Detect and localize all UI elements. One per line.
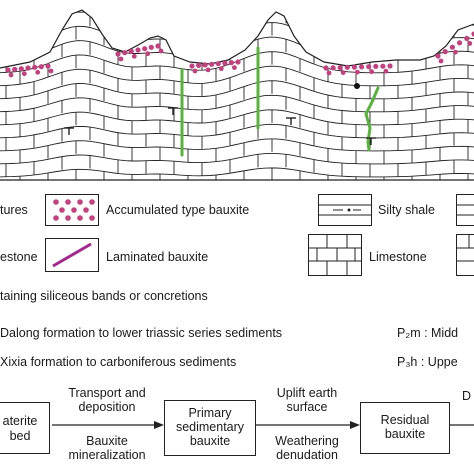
geological-cross-section [0, 9, 474, 181]
legend-limestone-swatch [308, 234, 362, 276]
legend-cut-swatch-1 [456, 194, 474, 226]
legend-p2m-label: P₂m : Midd [397, 326, 459, 340]
flow-arrow-2 [256, 421, 360, 429]
flow-residual-bauxite-text: Residual bauxite [380, 413, 430, 441]
flow-laterite-line2: bed [9, 429, 31, 443]
legend-limestone-left-label: estone [0, 250, 38, 264]
legend-silty-shale-swatch [318, 194, 372, 226]
flow-transport-deposition-label: Transport and deposition [68, 386, 146, 414]
accumulated-bauxite-deposits [5, 31, 474, 78]
siliceous-concretion-dot [354, 83, 360, 89]
flow-laterite-bed-box: aterite bed [0, 402, 50, 454]
legend-cut-swatch-2 [456, 234, 474, 276]
legend-accumulated-bauxite-label: Accumulated type bauxite [106, 203, 250, 217]
legend-siliceous-note: taining siliceous bands or concretions [0, 289, 208, 303]
fracture-lines [180, 46, 380, 157]
flow-arrow-1 [52, 421, 164, 429]
flow-weathering-label: Weathering denudation [275, 434, 339, 462]
legend-laminated-bauxite-label: Laminated bauxite [106, 250, 209, 264]
legend-laminated-bauxite-swatch [45, 238, 99, 272]
flow-primary-bauxite-box: Primary sedimentary bauxite [164, 400, 256, 456]
flow-cut-label: D [462, 389, 472, 403]
flow-residual-bauxite-box: Residual bauxite [360, 402, 450, 454]
legend-dalong-formation: Dalong formation to lower triassic serie… [0, 326, 283, 340]
legend-silty-shale-label: Silty shale [378, 203, 435, 217]
flow-laterite-line1: aterite [2, 414, 38, 428]
flow-arrow-3 [450, 424, 474, 426]
legend-qixia-formation: Xixia formation to carboniferous sedimen… [0, 355, 237, 369]
dip-symbols [64, 107, 376, 145]
legend-accumulated-bauxite-swatch [45, 194, 99, 226]
legend-fractures-label: tures [0, 203, 28, 217]
flow-uplift-label: Uplift earth surface [276, 386, 338, 414]
flow-bauxite-mineralization-label: Bauxite mineralization [68, 434, 146, 462]
legend-limestone-label: Limestone [369, 250, 427, 264]
section-surface-outline [0, 9, 474, 69]
fracture-line [364, 86, 380, 152]
flow-primary-bauxite-text: Primary sedimentary bauxite [175, 406, 245, 448]
legend-p3h-label: P₃h : Uppe [397, 355, 458, 369]
